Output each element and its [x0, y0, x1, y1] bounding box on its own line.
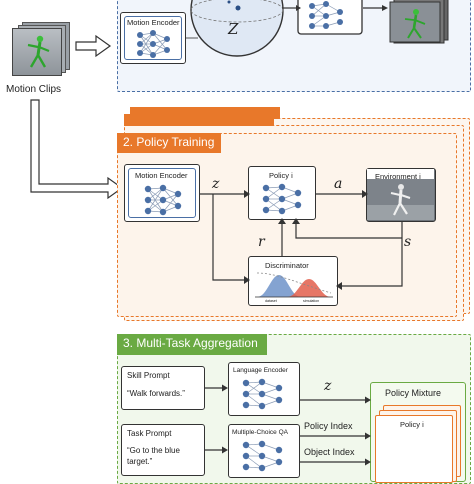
- task-prompt-box: Task Prompt “Go to the blue target.”: [121, 424, 205, 476]
- section2-a-symbol: a: [334, 176, 343, 192]
- section1-policy-network-icon: [309, 1, 343, 29]
- section2-policy: Policy i: [248, 166, 316, 220]
- policy-index-label: Policy Index: [304, 421, 353, 431]
- motion-clip-thumbnail: [12, 28, 62, 76]
- object-index-label: Object Index: [304, 447, 355, 457]
- clips-to-encoder-arrow: [30, 34, 124, 200]
- section3-title: 3. Multi-Task Aggregation: [117, 334, 267, 355]
- skill-prompt-text: “Walk forwards.”: [127, 389, 185, 398]
- section2-discriminator: Discriminator dataset simulation: [248, 256, 338, 306]
- mixture-policy-label: Policy i: [400, 420, 424, 429]
- disc-axis-left-label: dataset: [265, 299, 277, 303]
- section2-motion-encoder: Motion Encoder: [124, 164, 200, 222]
- section2-title: 2. Policy Training: [117, 133, 221, 153]
- section2-connectors: [200, 190, 403, 290]
- language-encoder: Language Encoder: [228, 362, 300, 416]
- section2-environment-label: Environment i: [375, 172, 421, 181]
- section1-motion-encoder-label: Motion Encoder: [127, 18, 180, 27]
- section3-connectors: [205, 384, 371, 466]
- section2-policy-label: Policy i: [269, 171, 293, 180]
- environment-scene: [367, 179, 434, 220]
- latent-space-symbol: Ζ: [228, 20, 239, 38]
- section1-motion-encoder: Motion Encoder: [120, 12, 186, 64]
- section2-discriminator-label: Discriminator: [265, 261, 309, 270]
- section2-motion-encoder-label: Motion Encoder: [135, 171, 188, 180]
- skill-prompt-box: Skill Prompt “Walk forwards.”: [121, 366, 205, 410]
- section2-environment: Environment i: [366, 168, 436, 222]
- network-icon: [144, 184, 182, 216]
- section3-z-symbol: z: [324, 378, 332, 394]
- discriminator-distribution-plot: [255, 272, 333, 298]
- section2-s-symbol: s: [404, 234, 412, 250]
- network-icon: [242, 440, 283, 472]
- section2-r-symbol: r: [258, 234, 265, 250]
- mixture-policy-box: Policy i: [375, 415, 453, 483]
- section1-graphics: [186, 0, 449, 57]
- task-prompt-text-line2: target.”: [127, 457, 153, 466]
- section1-environment-stack: [389, 0, 449, 44]
- policy-mixture: Policy Mixture Policy i: [370, 382, 466, 483]
- task-prompt-title: Task Prompt: [127, 429, 172, 438]
- network-icon: [262, 183, 302, 215]
- skill-prompt-title: Skill Prompt: [127, 371, 170, 380]
- network-icon: [137, 30, 170, 58]
- network-icon: [242, 378, 283, 410]
- language-encoder-label: Language Encoder: [233, 367, 288, 374]
- task-prompt-text-line1: “Go to the blue: [127, 446, 180, 455]
- motion-clips-label: Motion Clips: [6, 84, 62, 95]
- multiple-choice-qa-label: Multiple-Choice QA: [232, 429, 288, 436]
- disc-axis-right-label: simulation: [303, 299, 320, 303]
- policy-mixture-label: Policy Mixture: [385, 388, 442, 398]
- section2-z-symbol: z: [212, 176, 220, 192]
- multiple-choice-qa: Multiple-Choice QA: [228, 424, 300, 478]
